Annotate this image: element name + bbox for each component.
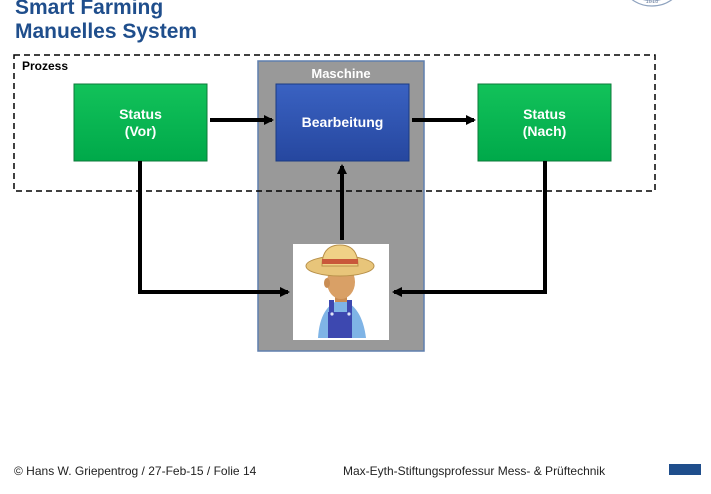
footer-institution: Max-Eyth-Stiftungsprofessur Mess- & Prüf… [343, 464, 606, 478]
status-before-label-line1: Status [119, 105, 162, 122]
status-after-label-line1: Status [523, 105, 566, 122]
status-before-box [73, 83, 208, 162]
farmer-icon [305, 244, 375, 338]
slide-title-line1: Smart Farming [15, 0, 164, 19]
slide-title-line2: Manuelles System [15, 20, 198, 43]
status-before-label-line2: (Vor) [124, 122, 157, 139]
arrow-before-to-farmer [138, 161, 290, 297]
university-seal-logo: 1818 [631, 0, 673, 7]
status-after-label-line2: (Nach) [522, 122, 567, 139]
processing-label-text: Bearbeitung [301, 114, 384, 130]
status-after-label: Status (Nach) [478, 84, 611, 161]
slide-title: Smart Farming Manuelles System [15, 0, 197, 44]
svg-text:1818: 1818 [646, 0, 659, 5]
status-before-label: Status (Vor) [74, 84, 207, 161]
arrow-after-to-farmer [392, 161, 547, 297]
status-after-box [477, 83, 612, 162]
footer-copyright: © Hans W. Griepentrog / 27-Feb-15 / Foli… [14, 464, 257, 478]
process-boundary [13, 54, 656, 192]
footer-accent-bar [669, 464, 701, 475]
processing-box [275, 83, 410, 162]
processing-label: Bearbeitung [276, 84, 409, 161]
process-label: Prozess [22, 59, 69, 73]
machine-label: Maschine [311, 66, 371, 81]
